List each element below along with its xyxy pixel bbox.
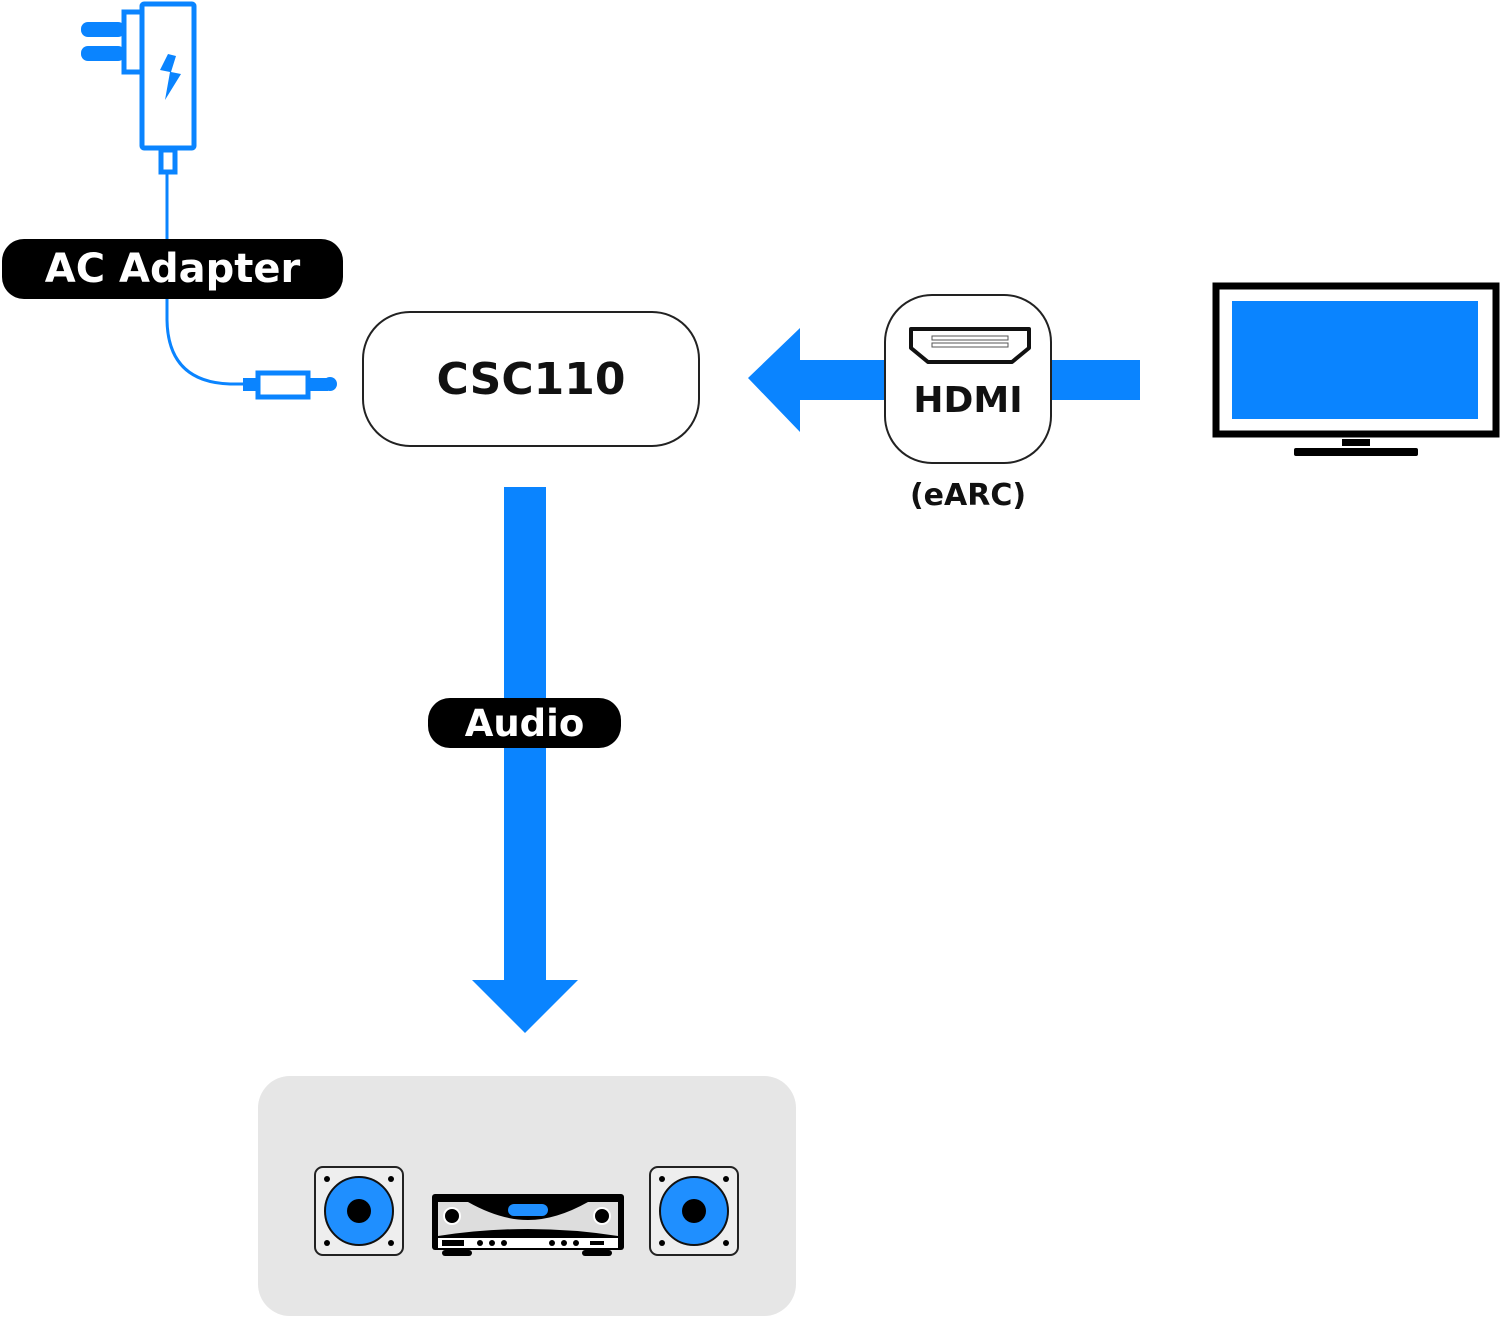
- ac-adapter-label: AC Adapter: [2, 239, 343, 299]
- tv-icon: [1212, 282, 1500, 456]
- hdmi-label: HDMI: [913, 380, 1023, 421]
- csc110-device-box: CSC110: [362, 311, 700, 447]
- earc-label: (eARC): [909, 478, 1027, 513]
- audio-label: Audio: [428, 698, 621, 748]
- av-receiver-icon: [432, 1194, 624, 1256]
- speaker-icon: [314, 1166, 404, 1256]
- hdmi-port-icon: [909, 327, 1031, 364]
- speaker-icon: [649, 1166, 739, 1256]
- device-label: CSC110: [436, 353, 626, 405]
- power-adapter-icon: [81, 1, 337, 400]
- hdmi-box: HDMI: [884, 294, 1052, 464]
- audio-arrow: [472, 487, 578, 1033]
